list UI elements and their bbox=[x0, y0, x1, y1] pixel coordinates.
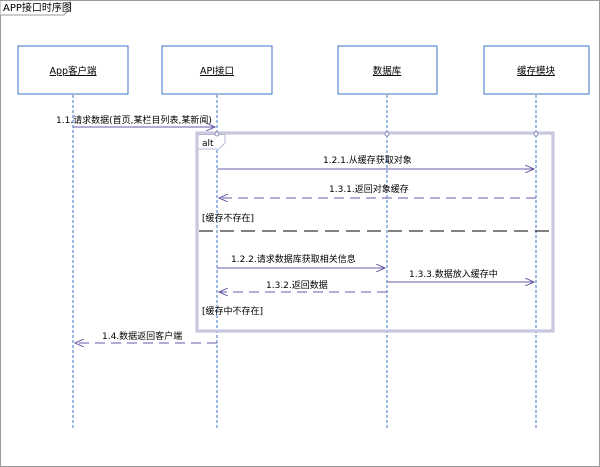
message-1-4-label: 1.4.数据返回客户端 bbox=[102, 330, 182, 342]
message-1-2-2[interactable]: 1.2.2.请求数据库获取相关信息 bbox=[217, 253, 385, 268]
message-1-3-2[interactable]: 1.3.2.返回数据 bbox=[219, 279, 387, 292]
lifeline-cache[interactable]: 缓存模块 bbox=[483, 45, 590, 95]
message-1-3-1-label: 1.3.1.返回对象缓存 bbox=[329, 183, 409, 195]
frame-title-tab bbox=[0, 0, 71, 16]
message-1-2-2-label: 1.2.2.请求数据库获取相关信息 bbox=[231, 253, 356, 265]
message-1-3-3-label: 1.3.3.数据放入缓存中 bbox=[409, 268, 498, 280]
message-1-2-1-label: 1.2.1.从缓存获取对象 bbox=[323, 154, 412, 166]
diagram-title: APP接口时序图 bbox=[3, 1, 72, 14]
message-1-4[interactable]: 1.4.数据返回客户端 bbox=[75, 330, 217, 343]
lifeline-db[interactable]: 数据库 bbox=[337, 45, 438, 95]
lifeline-cache-label: 缓存模块 bbox=[517, 65, 556, 77]
message-1-1-label: 1.1.请求数据(首页,某栏目列表,某新闻) bbox=[56, 114, 212, 126]
lifeline-db-label: 数据库 bbox=[373, 65, 402, 77]
message-1-3-1[interactable]: 1.3.1.返回对象缓存 bbox=[219, 183, 536, 198]
message-1-1[interactable]: 1.1.请求数据(首页,某栏目列表,某新闻) bbox=[56, 114, 215, 127]
alt-operator-label: alt bbox=[202, 139, 214, 149]
fragment-anchor-api bbox=[214, 131, 220, 137]
lifeline-api[interactable]: API接口 bbox=[161, 45, 273, 95]
lifeline-api-label: API接口 bbox=[200, 65, 234, 77]
lifeline-app-label: App客户端 bbox=[49, 65, 97, 77]
alt-guard-2: [缓存中不存在] bbox=[202, 305, 263, 317]
message-1-3-3[interactable]: 1.3.3.数据放入缓存中 bbox=[387, 268, 534, 282]
lifeline-app[interactable]: App客户端 bbox=[17, 45, 129, 95]
message-1-2-1[interactable]: 1.2.1.从缓存获取对象 bbox=[217, 154, 534, 169]
alt-fragment[interactable]: alt [缓存不存在] [缓存中不存在] bbox=[195, 131, 555, 333]
fragment-anchor-cache bbox=[533, 131, 539, 137]
fragment-anchor-db bbox=[384, 131, 390, 137]
alt-guard-1: [缓存不存在] bbox=[202, 212, 254, 224]
message-1-3-2-label: 1.3.2.返回数据 bbox=[266, 279, 328, 291]
